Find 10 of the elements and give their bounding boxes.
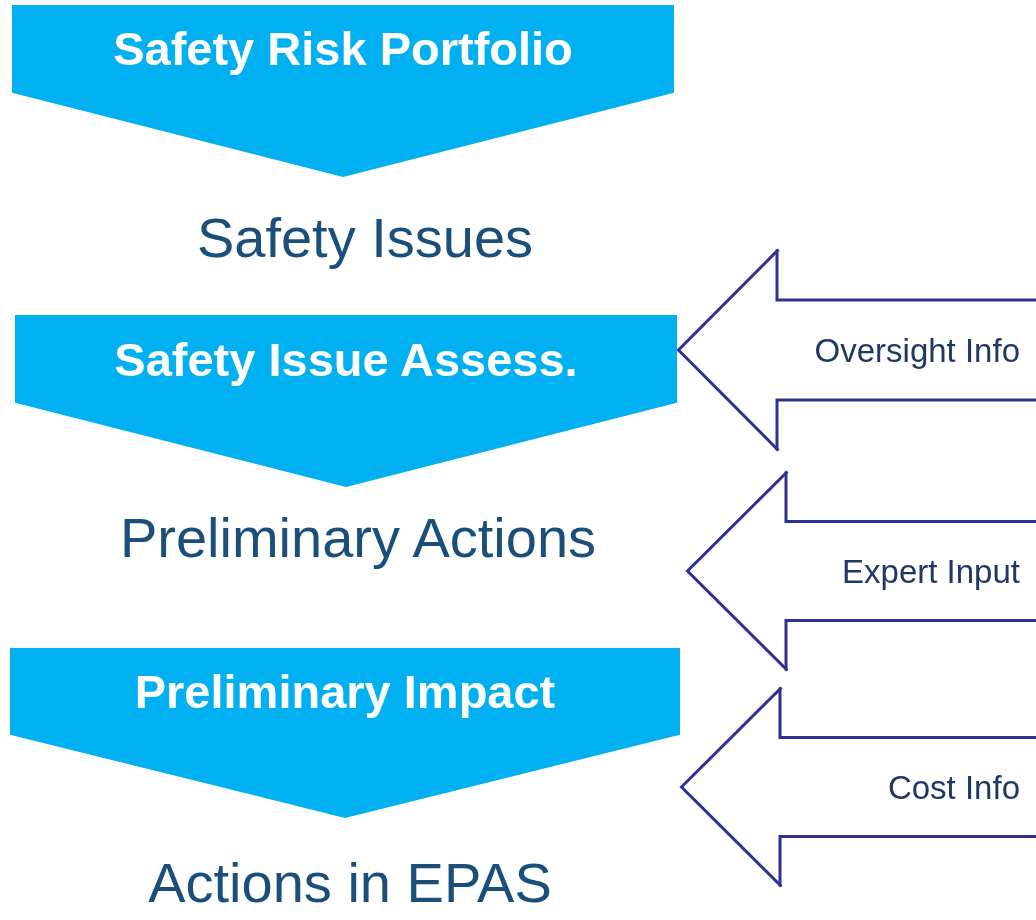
chevron-banner xyxy=(10,648,680,818)
block-arrow xyxy=(677,248,1036,452)
edge-label: Cost Info xyxy=(887,770,1020,804)
stage-label: Actions in EPAS xyxy=(148,855,552,911)
edge-label: Expert Input xyxy=(842,554,1020,588)
block-arrow xyxy=(680,686,1036,888)
chevron-banner xyxy=(15,315,677,487)
chevron-banner xyxy=(12,5,674,177)
block-arrow xyxy=(686,470,1036,672)
edge-label: Oversight Info xyxy=(814,333,1020,367)
